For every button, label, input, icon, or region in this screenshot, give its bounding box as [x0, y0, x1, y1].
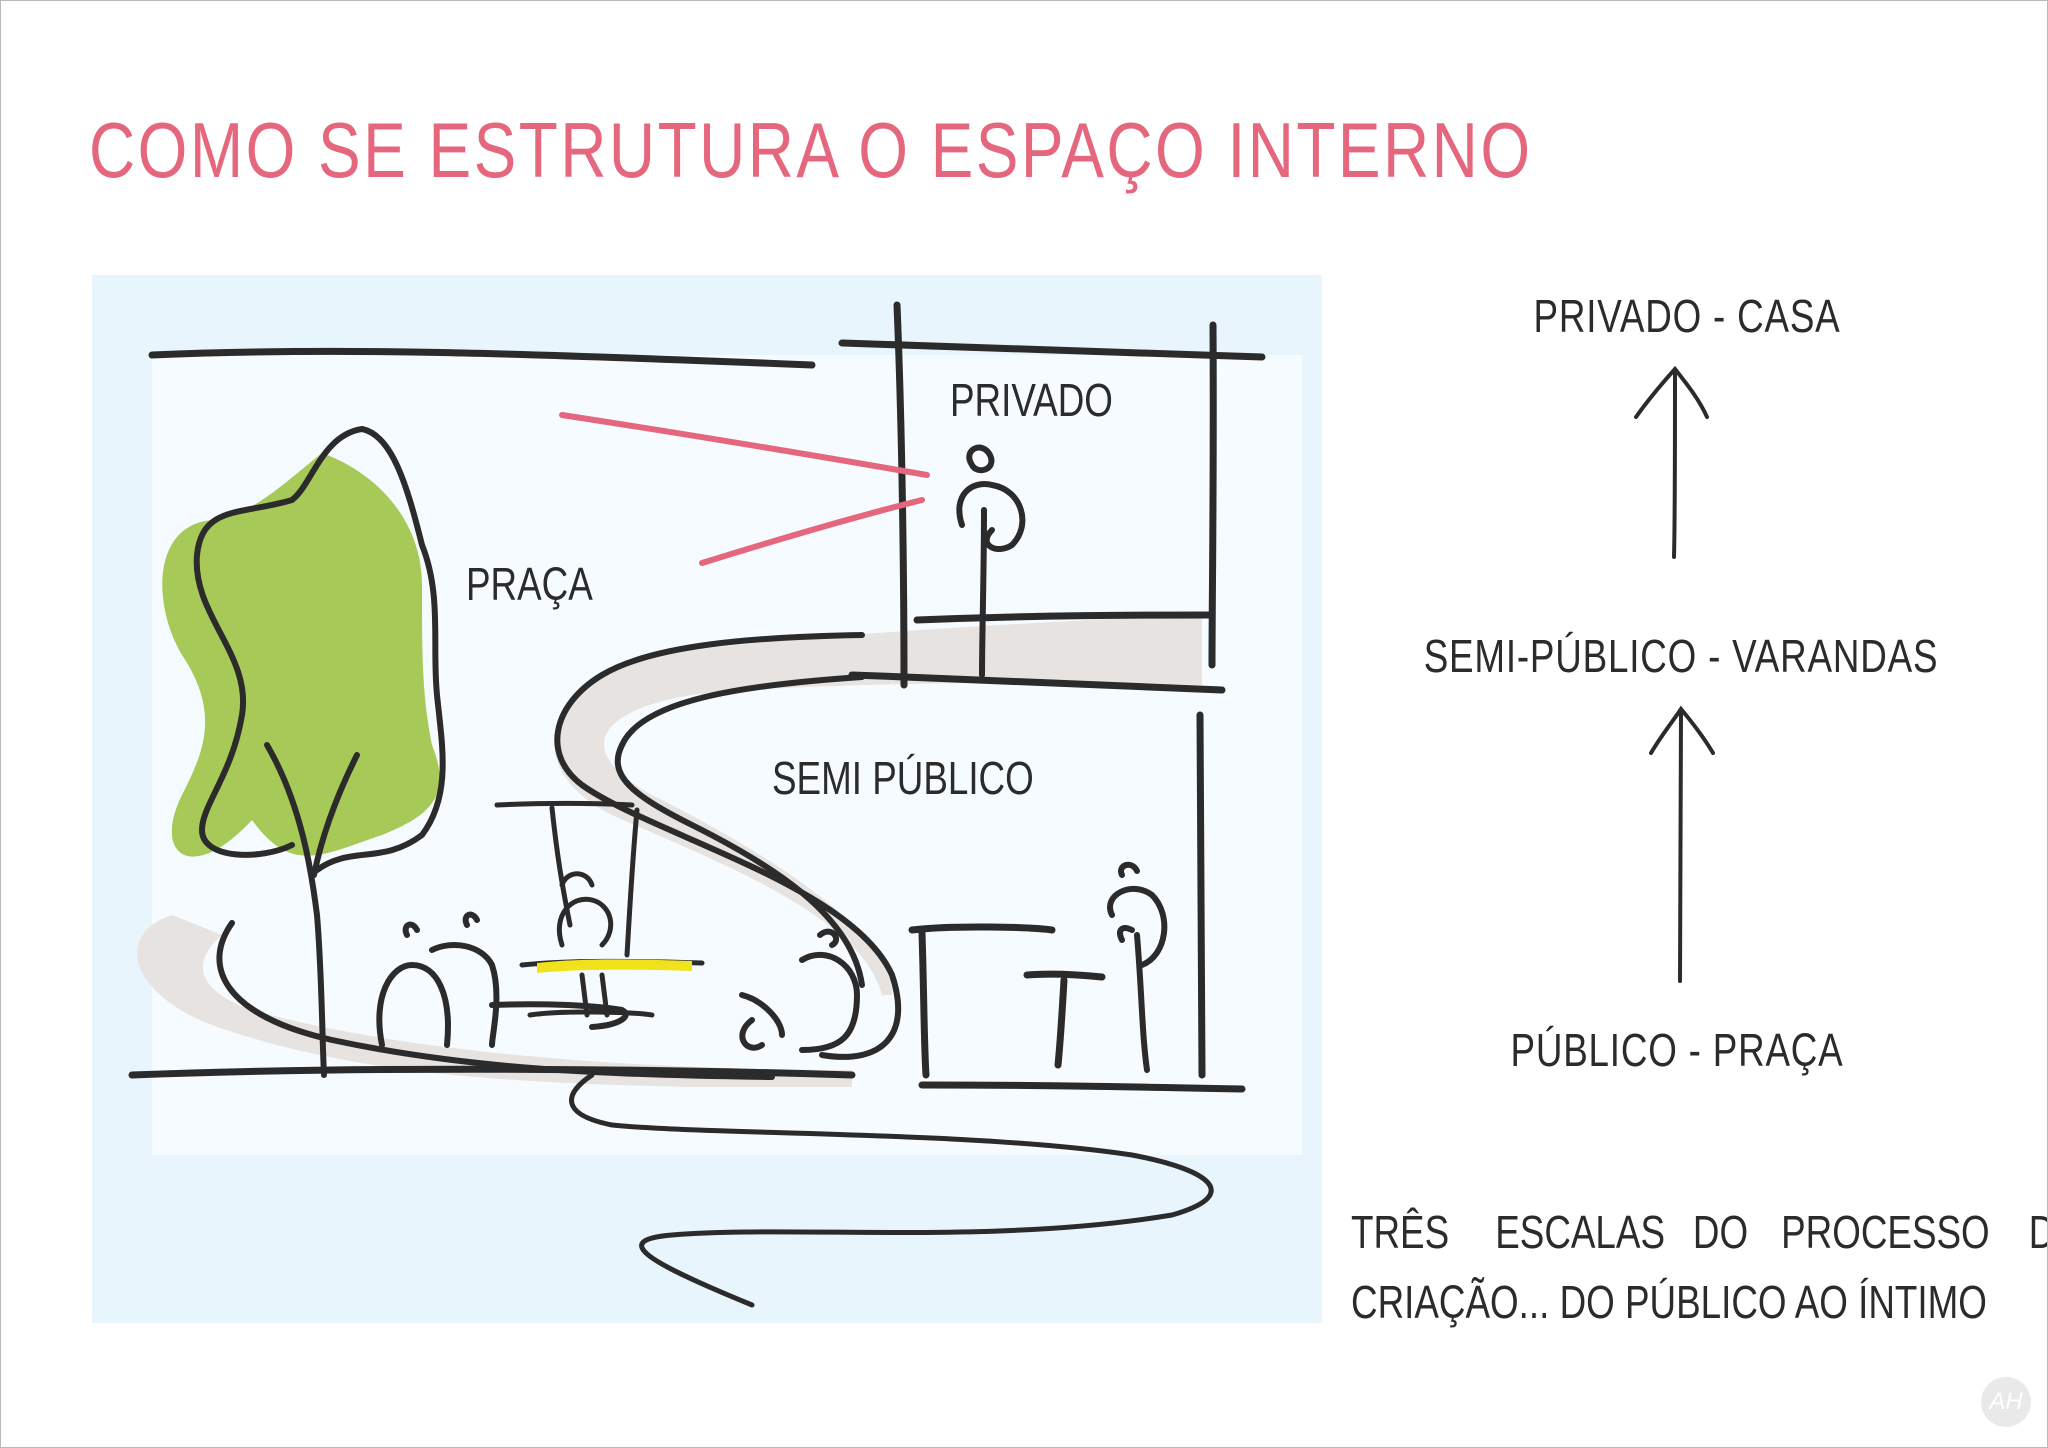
ground-line-right	[918, 1081, 1246, 1093]
right-wall-lower	[1196, 711, 1206, 1079]
cyclist	[739, 928, 861, 1053]
label-privado: PRIVADO	[950, 374, 1113, 426]
bench-accent	[537, 959, 692, 973]
tree-trunk	[264, 742, 360, 1078]
caption-line-2: CRIAÇÃO... DO PÚBLICO AO ÍNTIMO	[1351, 1276, 1987, 1328]
label-semi-publico: SEMI PÚBLICO	[772, 752, 1034, 804]
arrow-up-bottom	[1649, 705, 1715, 983]
sketch-drawing	[92, 275, 1322, 1323]
caption-word: ESCALAS	[1494, 1206, 1665, 1258]
winding-path	[569, 1072, 1214, 1308]
level-publico: PÚBLICO - PRAÇA	[1510, 1024, 1844, 1076]
label-praca: PRAÇA	[466, 558, 593, 610]
path-outline-outer	[554, 632, 902, 1060]
house-wall-left	[893, 301, 908, 689]
page-title: COMO SE ESTRUTURA O ESPAÇO INTERNO	[89, 106, 1533, 194]
hierarchy-arrows	[1634, 365, 1715, 983]
caption: TRÊS ESCALAS DO PROCESSO DE CRIAÇÃO... D…	[1351, 1197, 2047, 1337]
seated-people	[376, 911, 629, 1048]
author-logo: AH	[1981, 1377, 2031, 1427]
caption-word: TRÊS	[1351, 1206, 1450, 1258]
house-wall-right	[1208, 321, 1217, 669]
roof-line-left	[148, 347, 816, 369]
floor-line-mid	[848, 671, 1226, 694]
level-privado: PRIVADO - CASA	[1533, 290, 1841, 342]
sketch-panel: PRIVADO PRAÇA SEMI PÚBLICO	[92, 275, 1322, 1323]
caption-line-1: TRÊS ESCALAS DO PROCESSO DE	[1351, 1197, 2047, 1267]
caption-word: DE	[2028, 1197, 2047, 1267]
veranda-structure	[908, 923, 1106, 1079]
path-band-s	[554, 615, 1202, 995]
figure-house	[956, 444, 1026, 678]
caption-word: DO	[1692, 1206, 1749, 1258]
tree-canopy-outline	[193, 426, 446, 873]
path-outline-inner	[614, 674, 865, 988]
level-semi-publico: SEMI-PÚBLICO - VARANDAS	[1423, 630, 1939, 682]
house-floor	[913, 611, 1216, 624]
caption-word: PROCESSO	[1780, 1206, 1990, 1258]
path-outline-lower	[216, 920, 775, 1080]
sight-line-top	[559, 412, 930, 478]
arrow-up-top	[1634, 365, 1709, 559]
path-band-lower	[137, 915, 852, 1087]
sight-line-bottom	[699, 497, 925, 566]
standing-figure	[1107, 861, 1168, 1073]
